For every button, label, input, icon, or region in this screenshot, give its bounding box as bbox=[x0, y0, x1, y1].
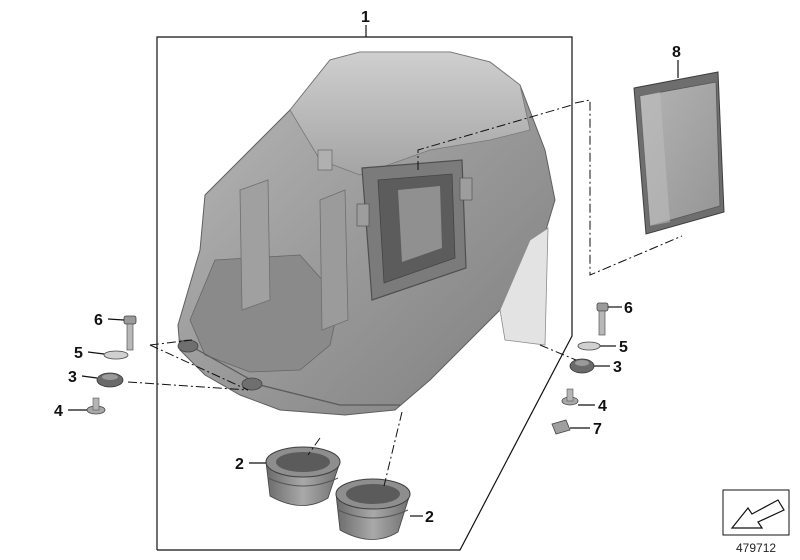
arrow-icon bbox=[730, 499, 785, 529]
left-hardware-stack bbox=[86, 315, 137, 415]
callout-4-left: 4 bbox=[54, 403, 63, 420]
reference-number: 479712 bbox=[736, 541, 776, 555]
callout-4-right: 4 bbox=[598, 398, 607, 415]
callout-2-lower: 2 bbox=[425, 509, 434, 526]
assembly-frame bbox=[156, 25, 573, 551]
callout-2-upper: 2 bbox=[235, 456, 244, 473]
callout-3-left: 3 bbox=[68, 369, 77, 386]
callouts: 1 2 2 6 5 3 4 6 5 3 4 7 8 bbox=[54, 9, 681, 526]
reference-box: 479712 bbox=[722, 489, 790, 555]
filter-element bbox=[633, 71, 725, 235]
air-filter-housing bbox=[177, 51, 556, 416]
leader-lines bbox=[68, 60, 679, 517]
intake-boot-lower bbox=[335, 478, 411, 540]
right-hardware-stack bbox=[551, 302, 609, 435]
callout-1: 1 bbox=[361, 9, 370, 26]
callout-6-right: 6 bbox=[624, 300, 633, 317]
callout-6-left: 6 bbox=[94, 312, 103, 329]
callout-8: 8 bbox=[672, 44, 681, 61]
intake-boot-upper bbox=[265, 446, 341, 506]
callout-5-left: 5 bbox=[74, 345, 83, 362]
callout-7: 7 bbox=[593, 421, 602, 438]
callout-3-right: 3 bbox=[613, 359, 622, 376]
callout-5-right: 5 bbox=[619, 339, 628, 356]
assembly-lines bbox=[127, 99, 683, 487]
